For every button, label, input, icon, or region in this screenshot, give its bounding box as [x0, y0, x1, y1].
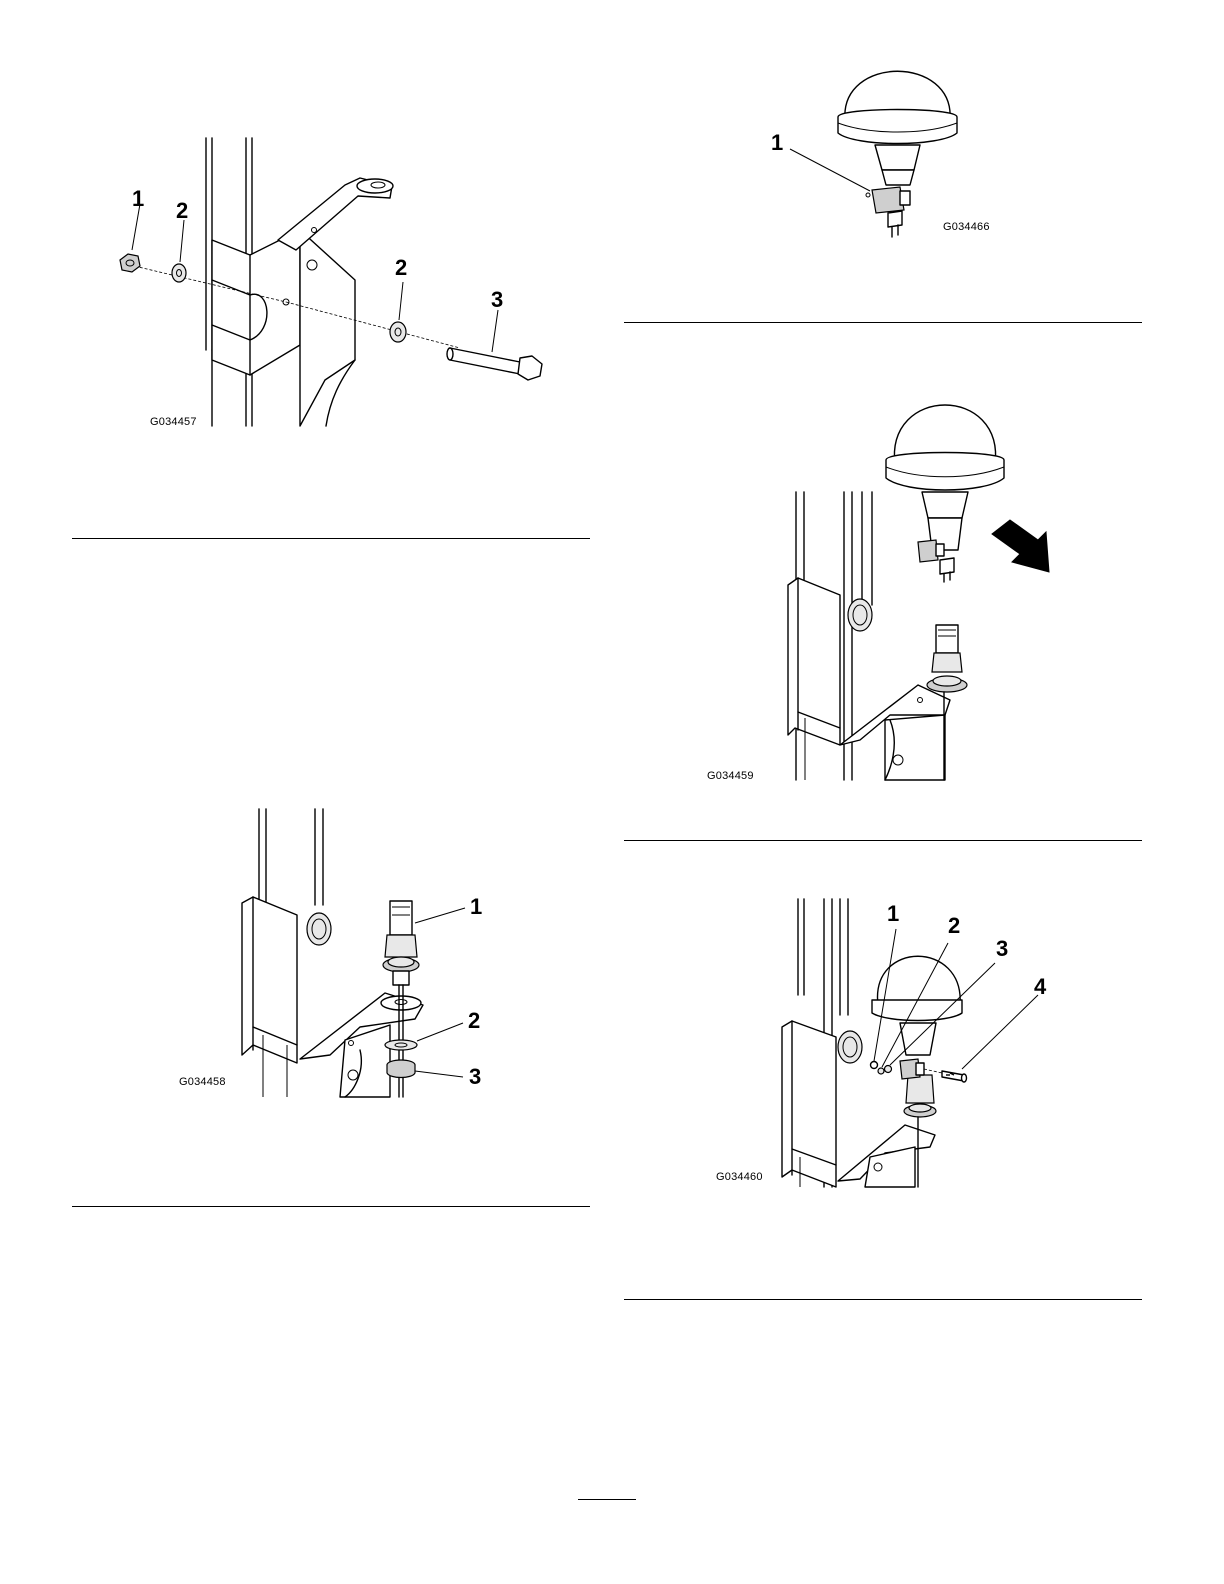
base-mounting-illustration: [175, 805, 515, 1100]
divider-rule: [624, 322, 1142, 323]
callout-3: 3: [996, 938, 1008, 960]
callout-2: 2: [176, 200, 188, 222]
beacon-switch-illustration: [760, 45, 1020, 245]
figure-beacon-installation: G034459: [700, 400, 1080, 785]
bracket-mounting-illustration: [100, 130, 560, 430]
divider-rule: [624, 1299, 1142, 1300]
callout-1: 1: [771, 132, 783, 154]
callout-2: 2: [395, 257, 407, 279]
callout-2: 2: [948, 915, 960, 937]
callout-3: 3: [491, 289, 503, 311]
figure-beacon-switch: 1 G034466: [760, 45, 1020, 245]
callout-4: 4: [1034, 976, 1046, 998]
figure-id-label: G034457: [150, 416, 197, 428]
beacon-installation-illustration: [700, 400, 1080, 785]
figure-id-label: G034459: [707, 770, 754, 782]
callout-2: 2: [468, 1010, 480, 1032]
figure-id-label: G034458: [179, 1076, 226, 1088]
callout-1: 1: [132, 188, 144, 210]
callout-1: 1: [470, 896, 482, 918]
switch-fastening-illustration: [710, 895, 1080, 1195]
figure-switch-fastening: 1 2 3 4 G034460: [710, 895, 1080, 1195]
figure-id-label: G034466: [943, 221, 990, 233]
divider-rule: [72, 538, 590, 539]
divider-rule: [624, 840, 1142, 841]
figure-bracket-mounting: 1 2 2 3 G034457: [100, 130, 560, 430]
figure-id-label: G034460: [716, 1171, 763, 1183]
page-number-rule: [578, 1499, 636, 1500]
callout-1: 1: [887, 903, 899, 925]
divider-rule: [72, 1206, 590, 1207]
figure-base-mounting: 1 2 3 G034458: [175, 805, 515, 1100]
callout-3: 3: [469, 1066, 481, 1088]
